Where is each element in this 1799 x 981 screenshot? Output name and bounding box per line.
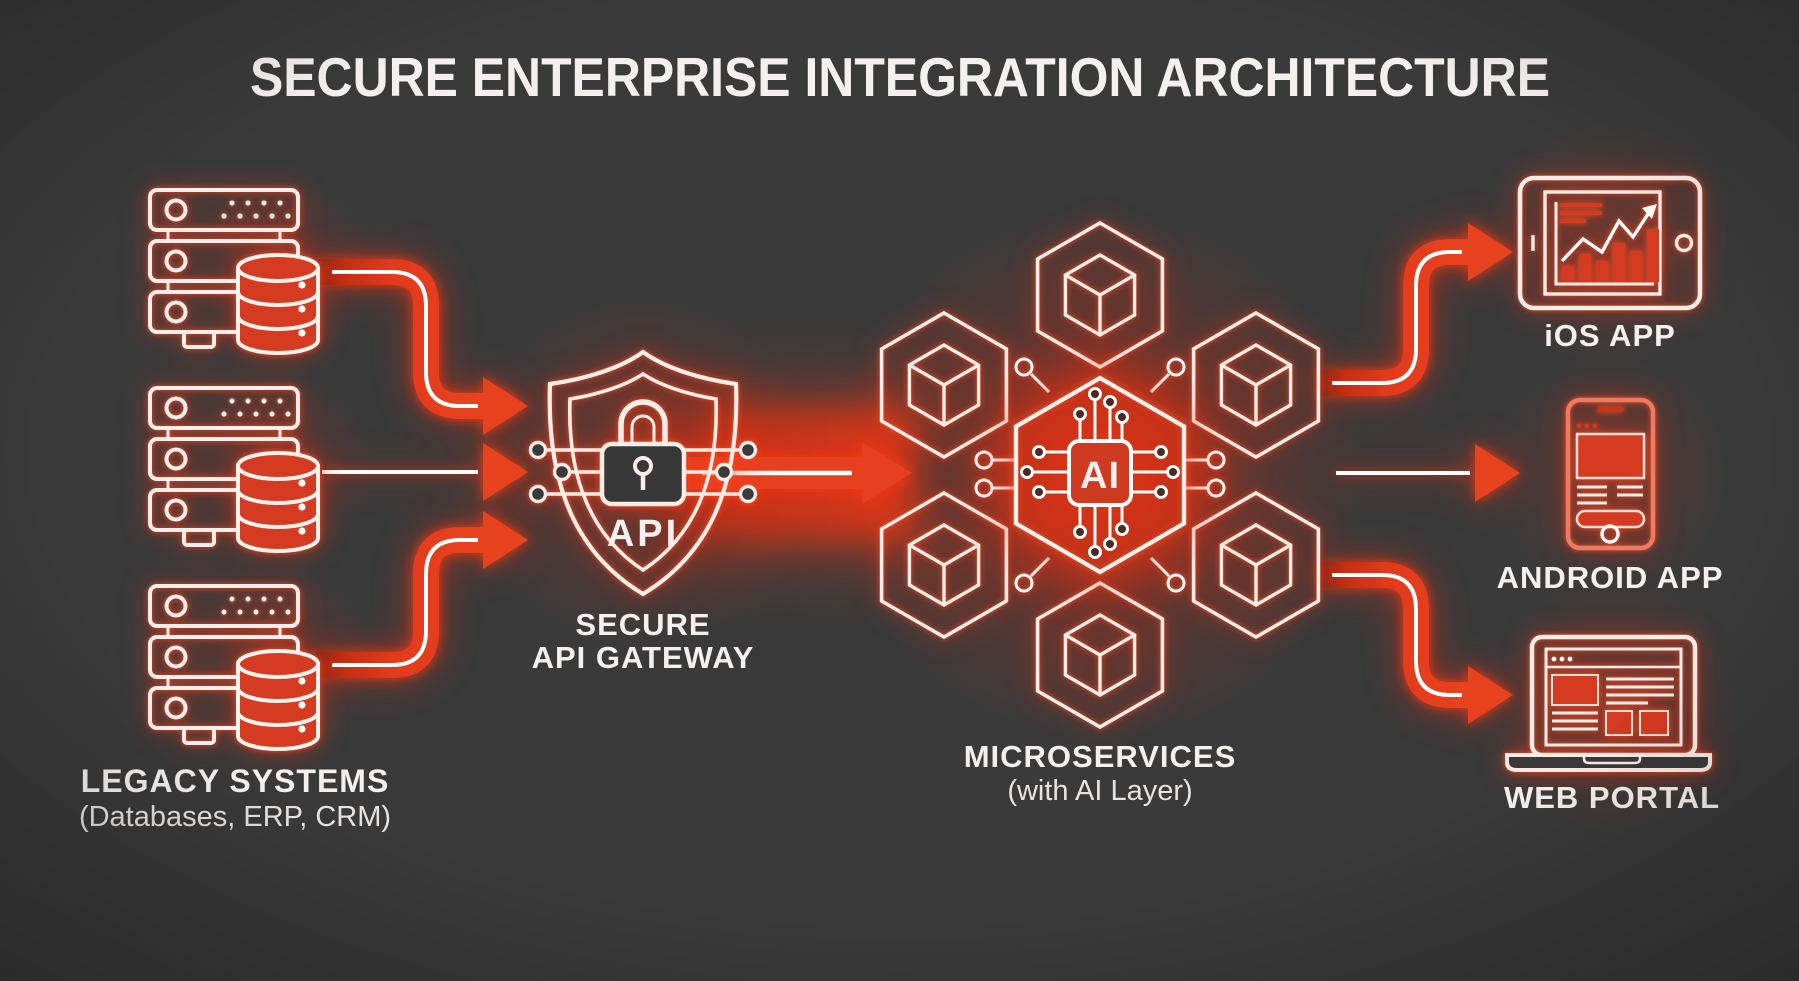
vignette-overlay xyxy=(0,0,1799,981)
diagram-canvas: API SECURE API GATEWAY xyxy=(0,0,1799,981)
architecture-diagram: API SECURE API GATEWAY xyxy=(0,0,1799,981)
